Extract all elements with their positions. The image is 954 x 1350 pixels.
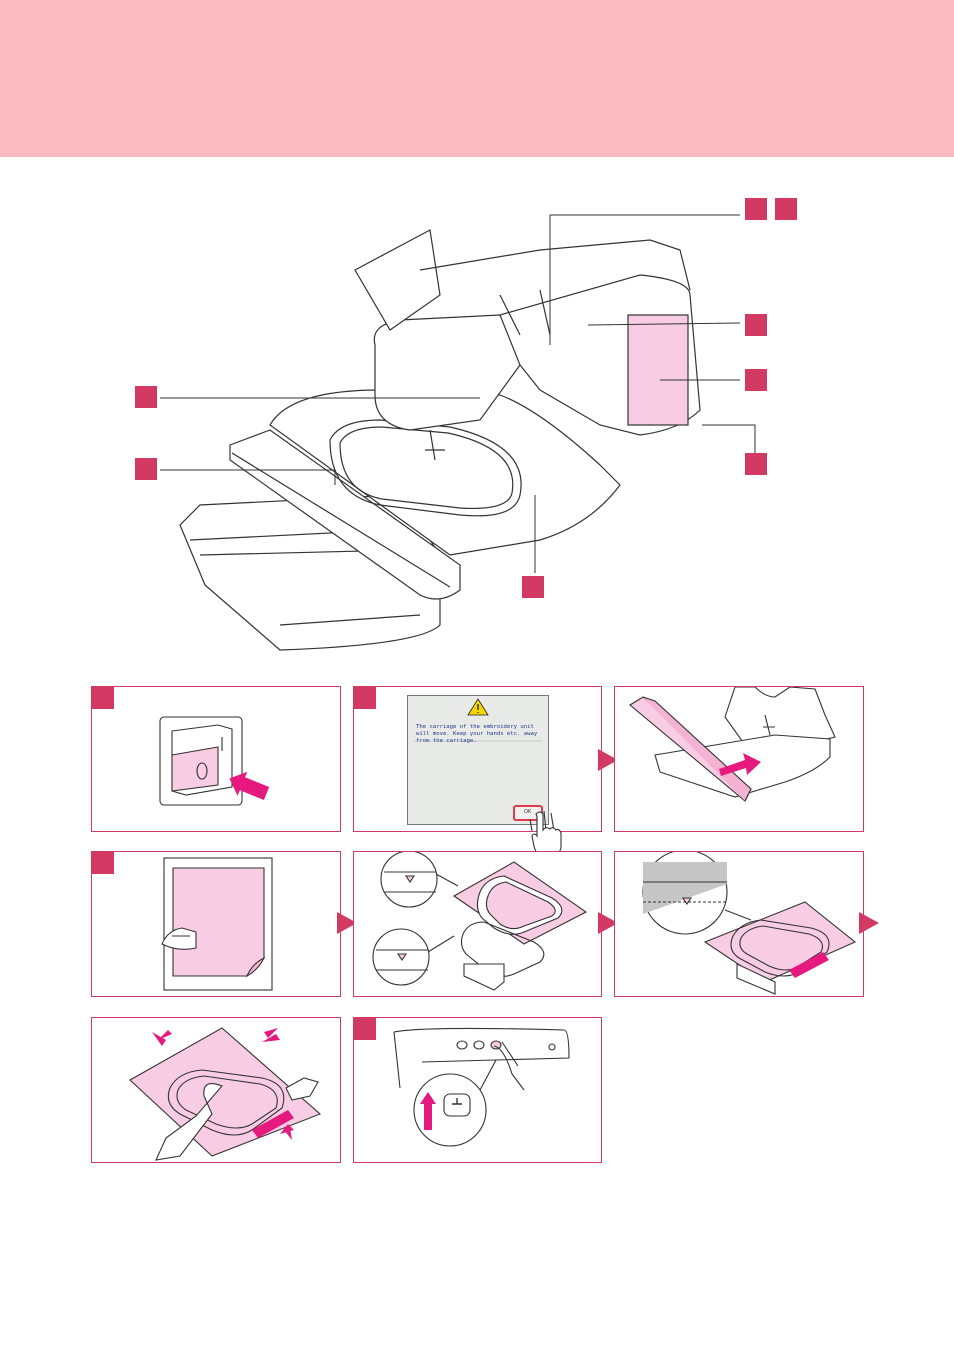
step-marker [354, 687, 376, 709]
step-panel-power-switch [91, 686, 341, 832]
step-marker [92, 687, 114, 709]
callout-marker [745, 453, 767, 475]
header-band [0, 0, 954, 157]
callout-marker [135, 458, 157, 480]
callout-marker [745, 198, 767, 220]
step-panel-presser-foot-button [353, 1017, 602, 1163]
step-panel-attach-unit [614, 686, 864, 832]
step-panel-tighten-hoop [91, 1017, 341, 1163]
step-panel-fabric-stabilizer [91, 851, 341, 997]
callout-marker [745, 369, 767, 391]
next-step-arrow [859, 912, 879, 934]
step-marker [92, 852, 114, 874]
callout-marker [775, 198, 797, 220]
step-marker [354, 1018, 376, 1040]
step-panel-hoop-fabric [614, 851, 864, 997]
embroidery-machine-illustration [120, 195, 820, 655]
step-panel-hoop-parts [353, 851, 602, 997]
callout-marker [522, 576, 544, 598]
callout-marker [745, 314, 767, 336]
callout-marker [135, 386, 157, 408]
